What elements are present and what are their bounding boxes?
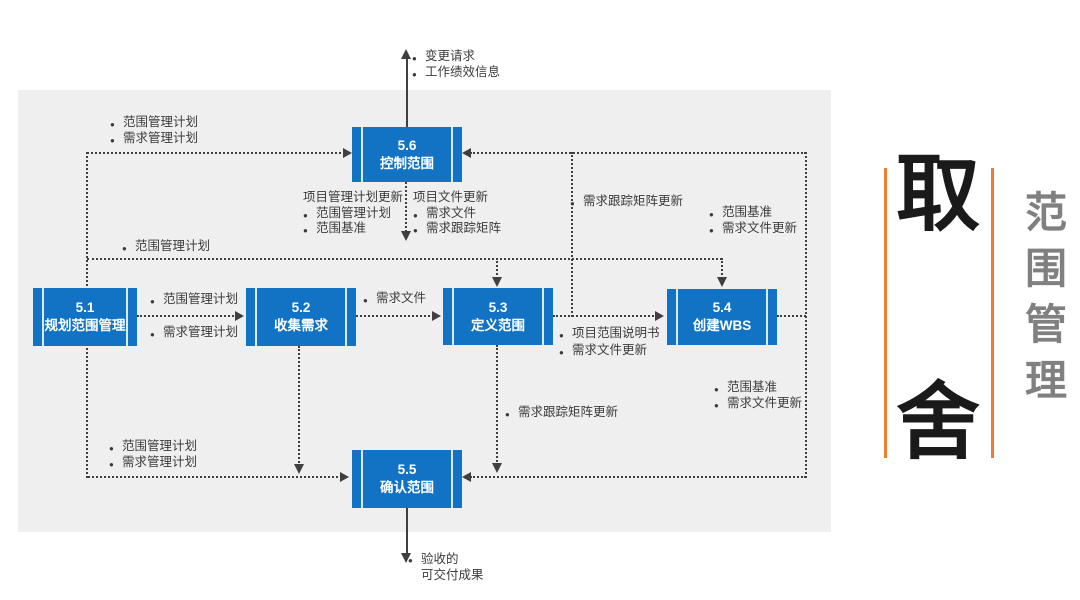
annotation-doc-updates: 项目文件更新 需求文件 需求跟踪矩阵 bbox=[413, 190, 501, 238]
annotation-top-outputs: 变更请求 工作绩效信息 bbox=[412, 49, 500, 82]
connector-52-to-53 bbox=[356, 315, 434, 317]
annotation-item: 变更请求 bbox=[412, 49, 500, 66]
arrowhead-right-icon bbox=[343, 148, 352, 158]
connector-drop-into-54 bbox=[721, 258, 723, 279]
annotation-item: 范围管理计划 bbox=[109, 439, 197, 456]
annotation-item: 需求管理计划 bbox=[150, 325, 238, 342]
arrowhead-left-icon bbox=[462, 148, 471, 158]
process-code: 5.4 bbox=[712, 300, 732, 316]
annotation-item: 范围管理计划 bbox=[110, 115, 198, 132]
arrowhead-down-icon bbox=[401, 231, 411, 241]
annotation-out-51-top: 范围管理计划 bbox=[150, 292, 238, 309]
headline-tradeoff: 取 舍 bbox=[886, 152, 990, 464]
process-name: 控制范围 bbox=[380, 155, 434, 171]
annotation-baseline-to-55: 范围基准 需求文件更新 bbox=[714, 380, 802, 413]
connector-drop-into-53 bbox=[496, 258, 498, 279]
process-code: 5.6 bbox=[397, 137, 417, 153]
headline-char-bottom: 舍 bbox=[895, 375, 980, 469]
annotation-inputs-55: 范围管理计划 需求管理计划 bbox=[109, 439, 197, 472]
arrowhead-up-icon bbox=[401, 49, 411, 59]
annotation-baseline-to-56: 范围基准 需求文件更新 bbox=[709, 205, 797, 238]
connector-into-55-left bbox=[88, 476, 338, 478]
annotation-item: 范围管理计划 bbox=[150, 292, 238, 309]
connector-53-down bbox=[496, 345, 498, 465]
process-code: 5.1 bbox=[75, 300, 95, 316]
annotation-title: 项目文件更新 bbox=[413, 190, 489, 204]
connector-51-to-52 bbox=[137, 315, 237, 317]
process-box-5-4: 5.4 创建WBS bbox=[667, 289, 777, 345]
annotation-matrix-update-bottom: 需求跟踪矩阵更新 bbox=[505, 405, 618, 422]
connector-into-56-left bbox=[87, 152, 345, 154]
accent-rule-right bbox=[991, 168, 994, 458]
annotation-item: 需求文件更新 bbox=[714, 396, 802, 413]
process-box-5-3: 5.3 定义范围 bbox=[443, 288, 553, 345]
section-title-vertical: 范围管理 bbox=[1019, 190, 1067, 414]
accent-rule-left bbox=[884, 168, 887, 458]
connector-right-trunk bbox=[805, 152, 807, 478]
connector-into-55-right bbox=[470, 476, 806, 478]
annotation-item: 范围管理计划 bbox=[303, 206, 403, 223]
arrowhead-right-icon bbox=[655, 311, 664, 321]
process-box-5-5: 5.5 确认范围 bbox=[352, 450, 462, 508]
annotation-item: 需求跟踪矩阵更新 bbox=[570, 194, 683, 211]
annotation-item: 需求跟踪矩阵更新 bbox=[505, 405, 618, 422]
annotation-title: 项目管理计划更新 bbox=[303, 190, 404, 204]
annotation-item: 需求文件更新 bbox=[709, 221, 797, 238]
connector-into-56-right bbox=[470, 152, 806, 154]
annotation-item: 范围基准 bbox=[709, 205, 797, 222]
annotation-out-53: 项目范围说明书 需求文件更新 bbox=[559, 325, 660, 361]
process-name: 规划范围管理 bbox=[44, 318, 126, 333]
arrowhead-down-icon bbox=[401, 553, 411, 563]
process-box-5-2: 5.2 收集需求 bbox=[246, 288, 356, 346]
annotation-item: 需求跟踪矩阵 bbox=[413, 221, 501, 238]
connector-56-output bbox=[406, 58, 408, 127]
arrowhead-down-icon bbox=[717, 277, 727, 287]
arrowhead-left-icon bbox=[462, 472, 471, 482]
process-code: 5.2 bbox=[291, 300, 311, 316]
annotation-scope-plan-row: 范围管理计划 bbox=[122, 239, 210, 256]
connector-53-to-56 bbox=[571, 152, 573, 317]
annotation-item: 需求管理计划 bbox=[109, 455, 197, 472]
annotation-item: 需求管理计划 bbox=[110, 131, 198, 148]
arrowhead-right-icon bbox=[340, 472, 349, 482]
arrowhead-right-icon bbox=[432, 311, 441, 321]
annotation-matrix-update-right: 需求跟踪矩阵更新 bbox=[570, 194, 683, 211]
arrowhead-down-icon bbox=[492, 277, 502, 287]
annotation-item: 项目范围说明书 bbox=[559, 325, 660, 344]
process-code: 5.5 bbox=[397, 462, 417, 478]
connector-54-to-right-trunk bbox=[777, 315, 806, 317]
annotation-accepted-deliverables: 验收的 可交付成果 bbox=[408, 551, 484, 583]
annotation-item: 需求文件 bbox=[363, 291, 426, 308]
headline-char-top: 取 bbox=[895, 147, 980, 241]
process-box-5-6: 5.6 控制范围 bbox=[352, 127, 462, 182]
connector-53-to-54 bbox=[553, 315, 657, 317]
arrowhead-down-icon bbox=[492, 463, 502, 473]
arrowhead-down-icon bbox=[294, 464, 304, 474]
annotation-item: 范围基准 bbox=[303, 221, 403, 238]
connector-scope-plan-row bbox=[87, 258, 722, 260]
annotation-req-docs: 需求文件 bbox=[363, 291, 426, 308]
process-name: 收集需求 bbox=[274, 318, 328, 333]
connector-52-down bbox=[298, 346, 300, 466]
connector-55-output bbox=[406, 508, 408, 555]
process-box-5-1: 5.1 规划范围管理 bbox=[33, 288, 137, 346]
process-name: 确认范围 bbox=[380, 480, 434, 495]
process-name: 定义范围 bbox=[471, 317, 525, 333]
process-code: 5.3 bbox=[488, 299, 508, 315]
process-name: 创建WBS bbox=[692, 318, 752, 333]
annotation-item: 工作绩效信息 bbox=[412, 65, 500, 82]
annotation-item-line2: 可交付成果 bbox=[421, 568, 484, 582]
annotation-item: 验收的 bbox=[408, 551, 484, 569]
annotation-item: 范围基准 bbox=[714, 380, 802, 397]
annotation-out-51-bottom: 需求管理计划 bbox=[150, 325, 238, 342]
annotation-pm-plan-updates: 项目管理计划更新 范围管理计划 范围基准 bbox=[303, 190, 404, 238]
arrowhead-right-icon bbox=[235, 311, 244, 321]
annotation-item: 范围管理计划 bbox=[122, 239, 210, 256]
annotation-item: 需求文件 bbox=[413, 206, 501, 223]
annotation-item: 需求文件更新 bbox=[559, 342, 660, 361]
annotation-inputs-56: 范围管理计划 需求管理计划 bbox=[110, 115, 198, 148]
connector-56-down bbox=[405, 182, 407, 232]
